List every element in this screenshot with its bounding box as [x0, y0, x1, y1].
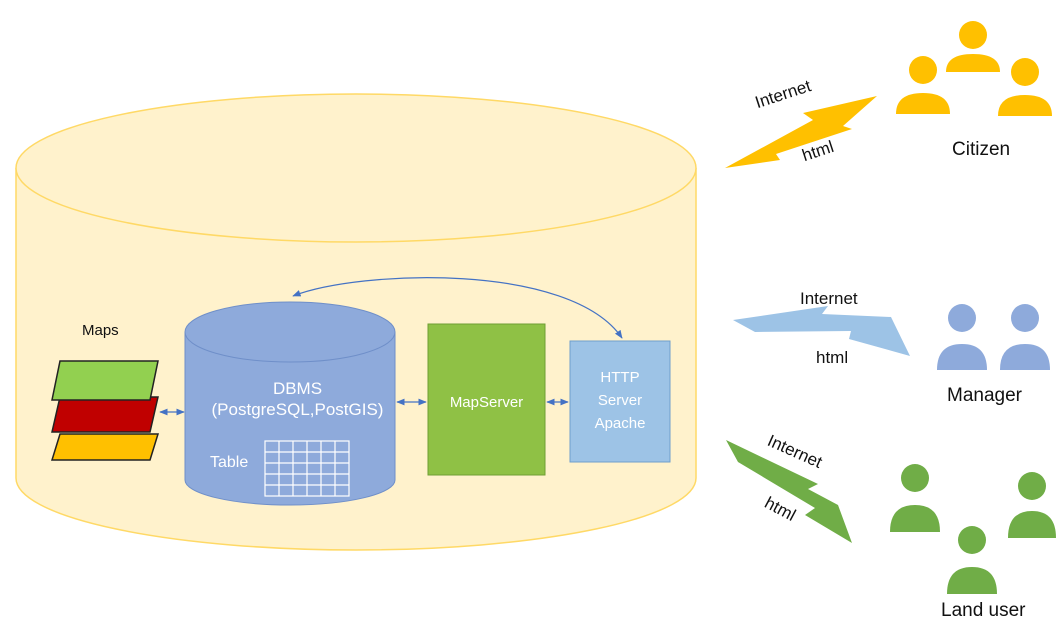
- table-label: Table: [210, 454, 249, 471]
- table-grid-icon: [264, 440, 350, 497]
- http-label-line3: Apache: [594, 415, 646, 432]
- lightning-bolt-citizen: [725, 96, 877, 168]
- manager-people-icon: [937, 304, 1050, 370]
- citizen-label: Citizen: [952, 139, 1011, 160]
- lightning-bolt-landuser: [726, 440, 852, 543]
- http-server-label: HTTP Server Apache: [570, 366, 670, 435]
- mapserver-box: [427, 323, 546, 476]
- maps-layer-stack: [50, 360, 160, 461]
- http-server-box: [569, 340, 671, 463]
- manager-label: Manager: [947, 385, 1022, 406]
- map-layer-green: [51, 360, 159, 401]
- dbms-cylinder-top: [184, 301, 396, 363]
- maps-label: Maps: [82, 322, 119, 339]
- landuser-label: Land user: [941, 600, 1026, 621]
- dbms-title-line2: (PostgreSQL,PostGIS): [211, 400, 384, 419]
- dbms-http-curved-arrow: [292, 277, 623, 339]
- citizen-people-icon: [896, 21, 1052, 116]
- http-label-line2: Server: [597, 392, 643, 409]
- dbms-title: DBMS (PostgreSQL,PostGIS): [195, 378, 400, 420]
- dbms-title-line1: DBMS: [272, 379, 323, 398]
- landuser-people-icon: [890, 464, 1056, 594]
- lightning-bolt-manager: [733, 306, 910, 356]
- map-layer-red: [51, 396, 159, 433]
- manager-html-label: html: [816, 348, 849, 367]
- dbms-cylinder: [184, 301, 396, 506]
- http-label-line1: HTTP: [600, 369, 640, 386]
- dbms-cylinder-body: [184, 332, 396, 506]
- mapserver-label: MapServer: [449, 394, 524, 411]
- server-cylinder-top: [15, 93, 697, 243]
- manager-internet-label: Internet: [800, 289, 858, 308]
- map-layer-yellow: [50, 433, 160, 461]
